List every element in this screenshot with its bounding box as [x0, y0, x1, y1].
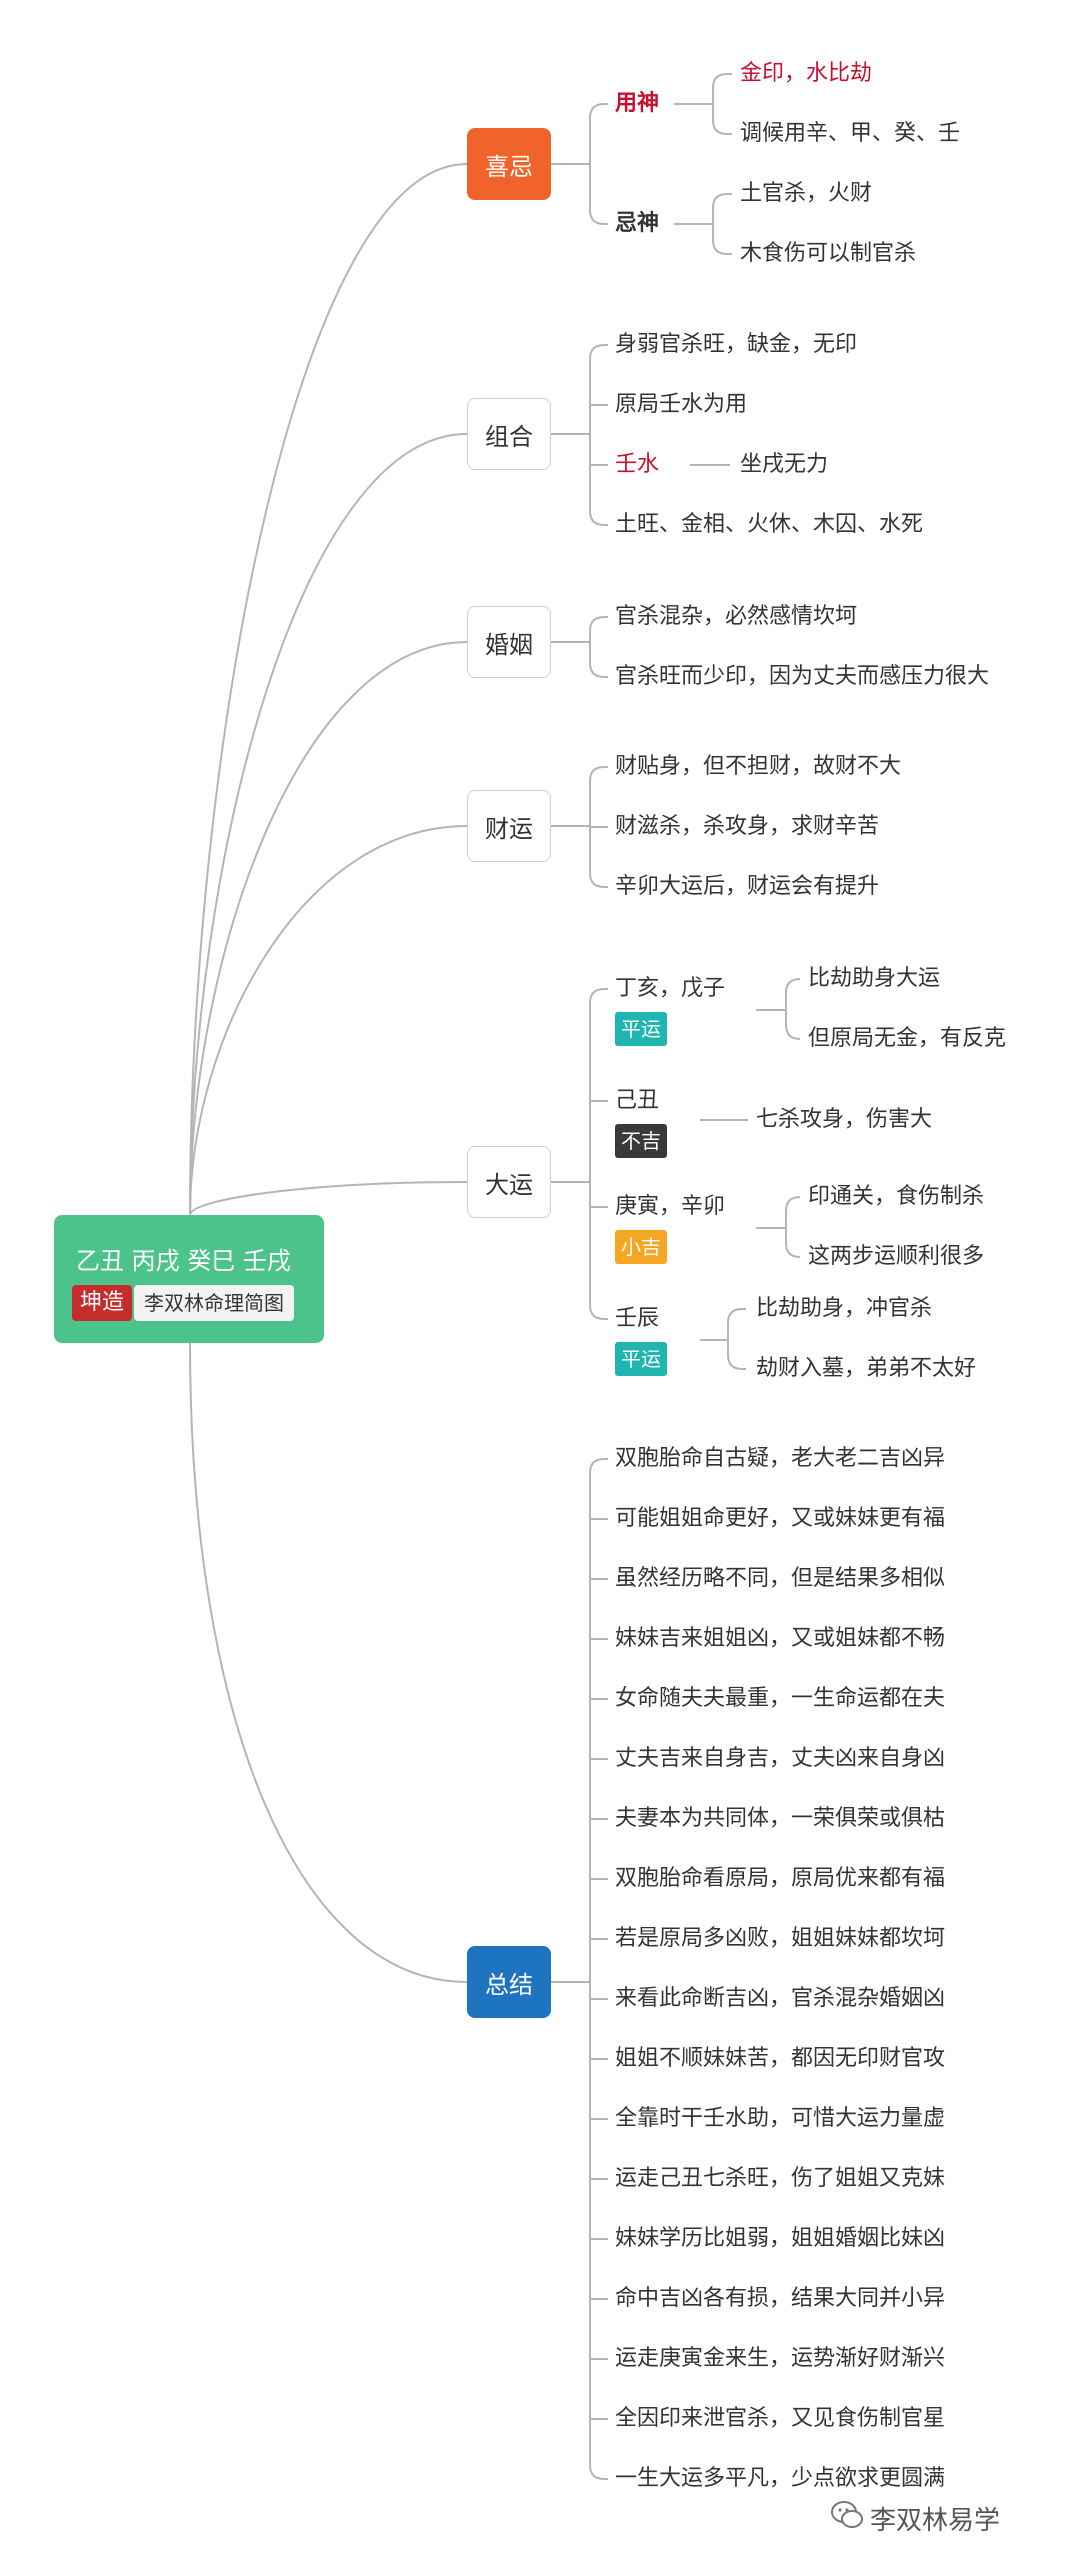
caiyun-bracket-arm-0: [589, 766, 608, 782]
zuhe-renshui-child[interactable]: 坐戌无力: [740, 452, 829, 477]
xiji-bracket-arm-0: [589, 103, 608, 119]
caiyun-item-1[interactable]: 财贴身，但不担财，故财不大: [615, 754, 902, 779]
jishen-bracket-arm-1: [712, 239, 732, 255]
zongjie-item-13[interactable]: 运走己丑七杀旺，伤了姐姐又克妹: [615, 2166, 946, 2191]
link-root-caiyun: [189, 825, 468, 1216]
hunyin-item-1[interactable]: 官杀混杂，必然感情坎坷: [615, 604, 858, 629]
zongjie-item-12[interactable]: 全靠时干壬水助，可惜大运力量虚: [615, 2106, 946, 2131]
zuhe-item-1[interactable]: 身弱官杀旺，缺金，无印: [615, 332, 858, 357]
jishen-item-1[interactable]: 土官杀，火财: [740, 181, 873, 206]
dayun-g1-bracket-arm-1: [785, 1024, 801, 1040]
hunyin-bracket-arm-0: [589, 616, 608, 632]
zongjie-item-7[interactable]: 夫妻本为共同体，一荣俱荣或俱枯: [615, 1806, 946, 1831]
dayun-group-4-item-1[interactable]: 比劫助身，冲官杀: [756, 1296, 933, 1321]
zongjie-item-11[interactable]: 姐姐不顺妹妹苦，都因无印财官攻: [615, 2046, 946, 2071]
caiyun-item-2[interactable]: 财滋杀，杀攻身，求财辛苦: [615, 814, 880, 839]
dayun-group-1-item-1[interactable]: 比劫助身大运: [808, 966, 941, 991]
zongjie-item-3[interactable]: 虽然经历略不同，但是结果多相似: [615, 1566, 946, 1591]
dayun-bracket-arm-0: [589, 988, 608, 1004]
dayun-g1-bracket-arm-0: [785, 978, 801, 994]
dayun-group-3-item-1[interactable]: 印通关，食伤制杀: [808, 1184, 985, 1209]
yongshen-item-1[interactable]: 金印，水比劫: [740, 61, 873, 86]
jishen-item-2[interactable]: 木食伤可以制官杀: [740, 241, 917, 266]
zuhe-item-4[interactable]: 土旺、金相、火休、木囚、水死: [615, 512, 924, 537]
zongjie-item-4[interactable]: 妹妹吉来姐姐凶，又或姐妹都不畅: [615, 1626, 946, 1651]
dayun-group-1-item-2[interactable]: 但原局无金，有反克: [808, 1026, 1007, 1051]
hunyin-bracket-arm-1: [589, 662, 608, 678]
zongjie-item-9[interactable]: 若是原局多凶败，姐姐妹妹都坎坷: [615, 1926, 946, 1951]
root-subtitle: 李双林命理简图: [134, 1285, 294, 1321]
watermark: 李双林易学: [870, 2506, 1001, 2536]
zongjie-bracket-arm-17: [589, 2464, 608, 2480]
zongjie-item-1[interactable]: 双胞胎命自古疑，老大老二吉凶异: [615, 1446, 946, 1471]
dayun-group-2-item-1[interactable]: 七杀攻身，伤害大: [756, 1107, 933, 1132]
dayun-group-2-name[interactable]: 己丑: [615, 1088, 660, 1113]
link-root-dayun: [189, 1181, 468, 1216]
xiji-bracket-arm-1: [589, 209, 608, 225]
branch-zuhe[interactable]: 组合: [467, 398, 551, 470]
branch-caiyun[interactable]: 财运: [467, 790, 551, 862]
dayun-group-3-name[interactable]: 庚寅，辛卯: [615, 1194, 726, 1219]
zuhe-bracket-arm-0: [589, 344, 608, 360]
root-node[interactable]: 乙丑 丙戌 癸巳 壬戌 坤造 李双林命理简图: [54, 1215, 324, 1343]
zongjie-item-8[interactable]: 双胞胎命看原局，原局优来都有福: [615, 1866, 946, 1891]
zuhe-item-3[interactable]: 壬水: [615, 452, 660, 477]
root-tag: 坤造: [72, 1285, 133, 1321]
branch-dayun[interactable]: 大运: [467, 1146, 551, 1218]
xiji-yongshen[interactable]: 用神: [615, 91, 660, 116]
dayun-group-4-badge: 平运: [615, 1342, 667, 1376]
root-title: 乙丑 丙戌 癸巳 壬戌: [76, 1247, 291, 1275]
dayun-group-4-item-2[interactable]: 劫财入墓，弟弟不太好: [756, 1356, 977, 1381]
yongshen-bracket-arm-1: [712, 119, 732, 135]
zongjie-bracket-arm-0: [589, 1458, 608, 1474]
link-root-xiji: [189, 163, 468, 1216]
caiyun-item-3[interactable]: 辛卯大运后，财运会有提升: [615, 874, 880, 899]
branch-zongjie[interactable]: 总结: [467, 1946, 551, 2018]
hunyin-item-2[interactable]: 官杀旺而少印，因为丈夫而感压力很大: [615, 664, 990, 689]
dayun-group-2-badge: 不吉: [615, 1124, 667, 1158]
zongjie-item-17[interactable]: 全因印来泄官杀，又见食伤制官星: [615, 2406, 946, 2431]
dayun-group-1-name[interactable]: 丁亥，戊子: [615, 976, 726, 1001]
dayun-group-4-name[interactable]: 壬辰: [615, 1306, 660, 1331]
xiji-jishen[interactable]: 忌神: [615, 211, 660, 236]
yongshen-bracket-arm-0: [712, 73, 732, 89]
zongjie-item-5[interactable]: 女命随夫夫最重，一生命运都在夫: [615, 1686, 946, 1711]
zongjie-item-10[interactable]: 来看此命断吉凶，官杀混杂婚姻凶: [615, 1986, 946, 2011]
branch-xiji[interactable]: 喜忌: [467, 128, 551, 200]
link-root-zongjie: [189, 1342, 468, 1983]
dayun-group-1-badge: 平运: [615, 1012, 667, 1046]
dayun-g3-bracket-arm-1: [785, 1242, 801, 1258]
link-root-zuhe: [189, 433, 468, 1216]
dayun-group-3-badge: 小吉: [615, 1230, 667, 1264]
link-root-hunyin: [189, 641, 468, 1216]
zongjie-item-6[interactable]: 丈夫吉来自身吉，丈夫凶来自身凶: [615, 1746, 946, 1771]
zuhe-item-2[interactable]: 原局壬水为用: [615, 392, 748, 417]
wechat-icon: [831, 2501, 863, 2528]
yongshen-item-2[interactable]: 调候用辛、甲、癸、壬: [740, 121, 961, 146]
dayun-g4-bracket-arm-1: [727, 1354, 746, 1370]
dayun-g3-bracket-arm-0: [785, 1196, 801, 1212]
dayun-bracket-arm-3: [589, 1304, 608, 1320]
zongjie-item-16[interactable]: 运走庚寅金来生，运势渐好财渐兴: [615, 2346, 946, 2371]
jishen-bracket-arm-0: [712, 193, 732, 209]
zuhe-bracket-arm-3: [589, 510, 608, 526]
zongjie-item-14[interactable]: 妹妹学历比姐弱，姐姐婚姻比妹凶: [615, 2226, 946, 2251]
branch-hunyin[interactable]: 婚姻: [467, 606, 551, 678]
zongjie-item-2[interactable]: 可能姐姐命更好，又或妹妹更有福: [615, 1506, 946, 1531]
dayun-group-3-item-2[interactable]: 这两步运顺利很多: [808, 1244, 985, 1269]
zongjie-item-15[interactable]: 命中吉凶各有损，结果大同并小异: [615, 2286, 946, 2311]
zongjie-item-18[interactable]: 一生大运多平凡，少点欲求更圆满: [615, 2466, 946, 2491]
caiyun-bracket-arm-2: [589, 872, 608, 888]
dayun-g4-bracket-arm-0: [727, 1308, 746, 1324]
